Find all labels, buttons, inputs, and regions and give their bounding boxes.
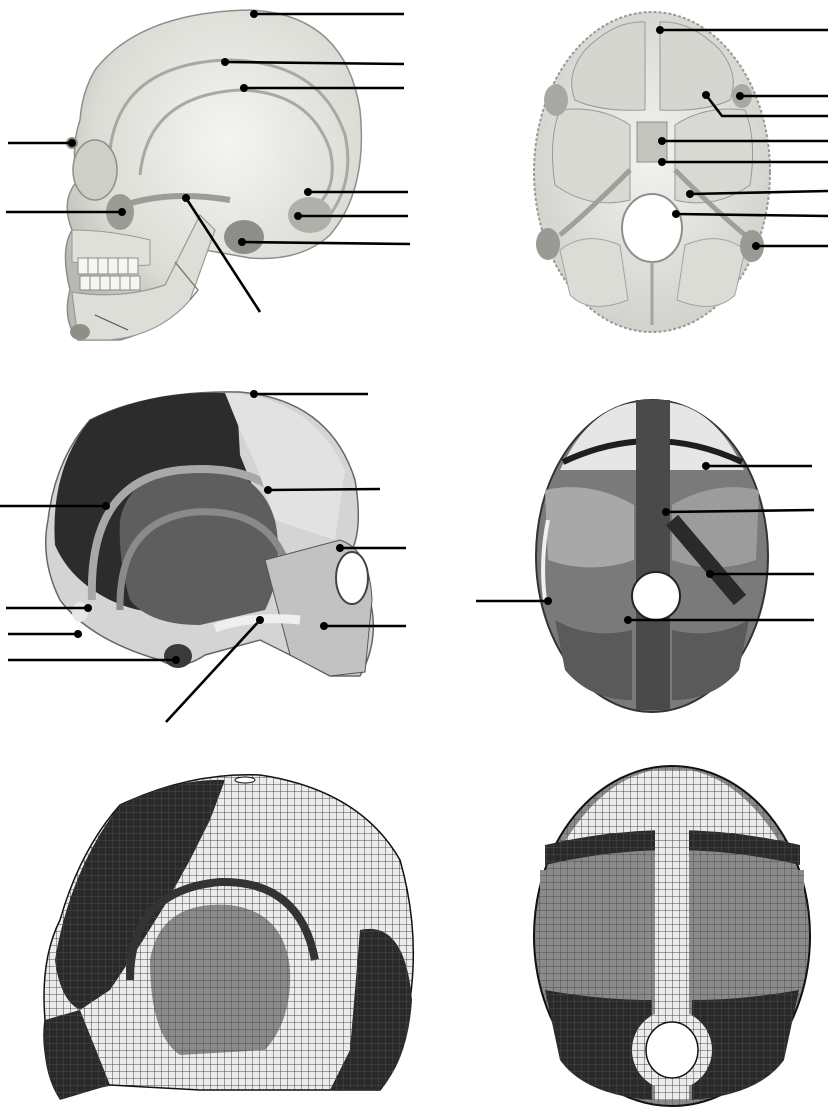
posterior-fossa-right [677,239,745,307]
cranial-base-mesh-panel [534,766,810,1106]
asterion-patch-left [536,228,560,260]
pterion-patch-left [544,84,568,116]
posterior-fossa-left [560,239,628,307]
middle-fossa-left [552,109,630,203]
mentum-region [70,324,90,340]
mesh-base-foramen-magnum [646,1022,698,1078]
skull-lateral-anatomical-panel [6,10,410,340]
teeth [78,258,140,290]
skull-lateral-mesh-panel [44,775,413,1100]
foramen-magnum [622,194,682,262]
seg-temporal-mid [120,465,279,625]
seg-orbit [336,552,368,604]
anterior-fossa-left [572,22,645,110]
middle-fossa-right [675,109,753,203]
orbit [73,140,117,200]
anterior-fossa-right [660,22,733,110]
mastoid-region [224,220,264,254]
skull-lateral-segmented-panel [0,390,406,722]
cranial-base-segmented-panel [476,400,814,712]
seg-base-midline-strip [636,400,670,710]
mesh-temporal-mid [150,905,290,1055]
mesh-vertex-marker [235,777,255,783]
seg-base-middle-left [545,487,634,567]
seg-mastoid [164,644,192,668]
cranial-base-anatomical-panel [534,12,828,332]
seg-base-foramen-magnum [632,572,680,620]
